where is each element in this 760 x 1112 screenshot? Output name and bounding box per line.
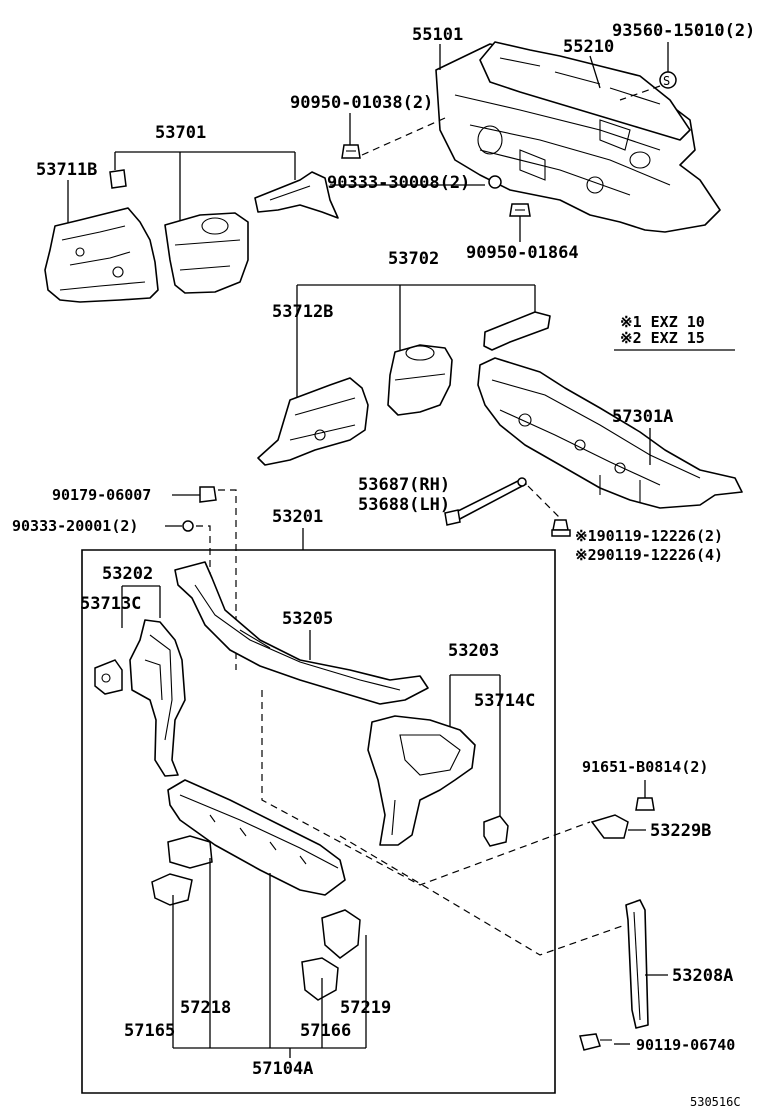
label-90333-30008: 90333-30008(2) xyxy=(327,173,470,193)
label-91651-b0814: 91651-B0814(2) xyxy=(582,758,708,776)
grommet-icon xyxy=(488,175,502,189)
label-57218: 57218 xyxy=(180,998,231,1018)
note-1: ※1 EXZ 10 xyxy=(620,313,705,331)
lower-support-57104a xyxy=(167,779,346,896)
dash-53229b xyxy=(261,690,591,886)
label-53201: 53201 xyxy=(272,507,323,527)
dash-brace xyxy=(527,485,561,519)
insulator-55210 xyxy=(479,41,691,141)
leader-53203 xyxy=(449,674,501,822)
bracket-57219 xyxy=(321,909,361,959)
label-53713c: 53713C xyxy=(80,594,141,614)
label-53712b: 53712B xyxy=(272,302,333,322)
label-90179-06007: 90179-06007 xyxy=(52,486,151,504)
bracket-53714c xyxy=(483,815,509,847)
dash-90333b xyxy=(196,525,211,590)
diagram-code: 530516C xyxy=(690,1095,741,1109)
bracket-53701-upper xyxy=(254,171,339,219)
label-55101: 55101 xyxy=(412,25,463,45)
label-53229b: 53229B xyxy=(650,821,711,841)
screw-icon: S xyxy=(659,71,677,89)
label-57301a: 57301A xyxy=(612,407,673,427)
apron-53712b xyxy=(257,377,369,466)
label-53701: 53701 xyxy=(155,123,206,143)
bolt-icon xyxy=(199,486,217,503)
suspension-tower-53702 xyxy=(387,344,453,416)
label-53702: 53702 xyxy=(388,249,439,269)
clip-icon xyxy=(341,144,361,159)
label-53208a: 53208A xyxy=(672,966,733,986)
label-53202: 53202 xyxy=(102,564,153,584)
dash-90179 xyxy=(218,489,237,670)
note-2: ※2 EXZ 15 xyxy=(620,329,705,347)
label-53711b: 53711B xyxy=(36,160,97,180)
clip-icon xyxy=(509,203,531,217)
bolt-icon xyxy=(551,519,571,537)
leader-53701 xyxy=(114,151,296,225)
bracket-53702-upper xyxy=(483,311,551,351)
dash-90950a xyxy=(361,117,446,156)
member-57301a xyxy=(477,357,743,509)
bracket-57218 xyxy=(167,835,213,869)
label-57166: 57166 xyxy=(300,1021,351,1041)
leader-55210 xyxy=(589,55,601,89)
dash-53208a xyxy=(339,835,626,956)
suspension-tower-53701 xyxy=(164,212,249,294)
label-93560: 93560-15010(2) xyxy=(612,21,755,41)
label-53714c: 53714C xyxy=(474,691,535,711)
brace-53687 xyxy=(444,477,527,526)
leader-53202 xyxy=(121,585,161,628)
bolt-icon xyxy=(579,1033,612,1051)
apron-53711b xyxy=(44,207,159,303)
label-57104a: 57104A xyxy=(252,1059,313,1079)
label-53687: 53687(RH) xyxy=(358,475,450,495)
label-55210: 55210 xyxy=(563,37,614,57)
label-53205: 53205 xyxy=(282,609,333,629)
bracket-57165 xyxy=(151,873,193,906)
label-90119-06740: 90119-06740 xyxy=(636,1036,735,1054)
label-57165: 57165 xyxy=(124,1021,175,1041)
upper-support-53205 xyxy=(174,561,429,705)
bracket-53229b xyxy=(590,814,629,839)
bracket-53713c xyxy=(94,659,123,695)
assembly-frame-53201 xyxy=(81,549,556,1094)
label-57219: 57219 xyxy=(340,998,391,1018)
label-90333-20001: 90333-20001(2) xyxy=(12,517,138,535)
label-53688: 53688(LH) xyxy=(358,495,450,515)
bolt-icon xyxy=(635,797,655,811)
label-90119-12226-2: ※290119-12226(4) xyxy=(575,546,723,564)
bracket-53711b xyxy=(109,169,127,189)
label-90950-01038: 90950-01038(2) xyxy=(290,93,433,113)
label-53203: 53203 xyxy=(448,641,499,661)
s-mark: S xyxy=(663,74,670,88)
side-member-53203 xyxy=(367,715,476,846)
label-90950-01864: 90950-01864 xyxy=(466,243,579,263)
seal-53208a xyxy=(625,899,649,1029)
grommet-icon xyxy=(182,520,194,532)
bracket-57166 xyxy=(301,957,339,1001)
leader-53702 xyxy=(296,284,536,405)
label-90119-12226-1: ※190119-12226(2) xyxy=(575,527,723,545)
side-member-53202 xyxy=(129,619,186,777)
leader-57104a xyxy=(172,858,367,1058)
